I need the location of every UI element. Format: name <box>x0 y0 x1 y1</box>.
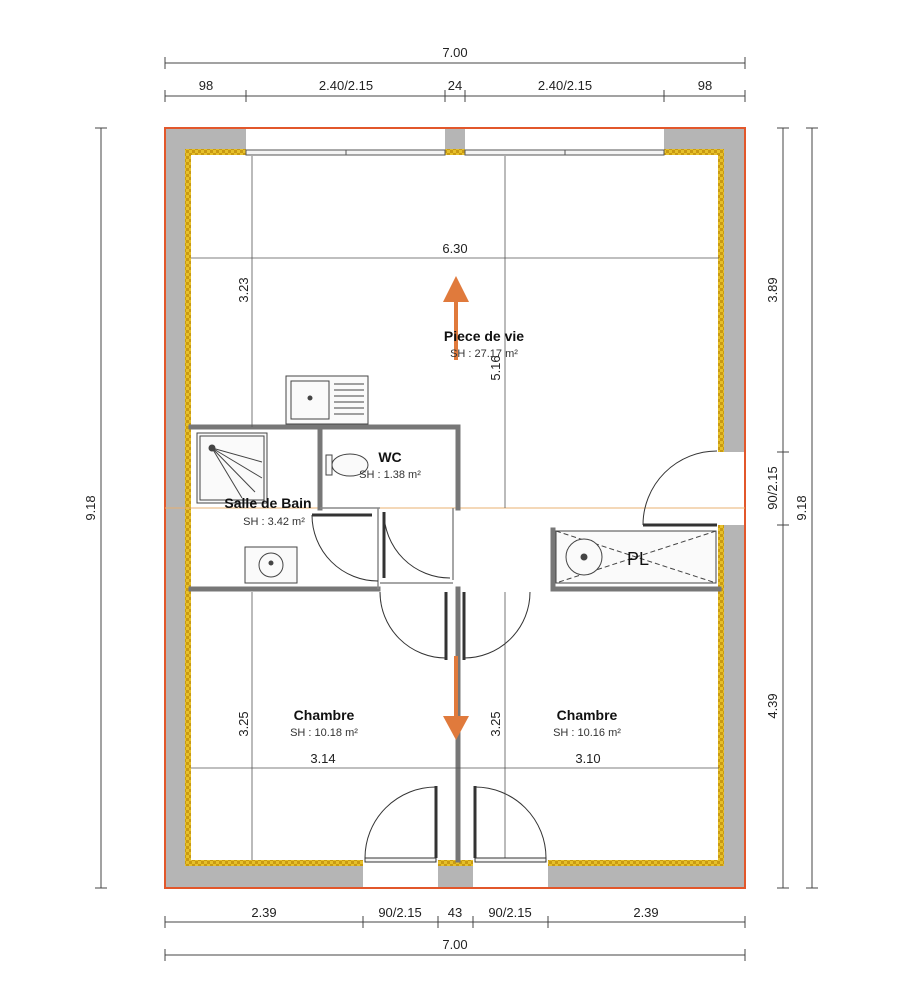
room-bath-name: Salle de Bain <box>224 495 311 511</box>
room-bath-area: SH : 3.42 m² <box>243 516 305 528</box>
closet-icon <box>555 530 717 584</box>
flow-arrow-down-icon <box>443 656 469 740</box>
washbasin-icon <box>244 546 298 584</box>
dim-right-total: 9.18 <box>794 495 809 520</box>
dim-top-seg-3: 24 <box>448 78 462 93</box>
interior-walls <box>188 424 722 863</box>
flow-arrow-up-icon <box>443 276 469 360</box>
dim-inner-right-room: 3.10 <box>575 751 600 766</box>
dim-right-seg-3: 4.39 <box>765 693 780 718</box>
dim-bottom-seg-5: 2.39 <box>633 905 658 920</box>
dim-right-seg-1: 3.89 <box>765 277 780 302</box>
room-labels: Piece de vie SH : 27.17 m² WC SH : 1.38 … <box>224 328 649 739</box>
insulation <box>185 149 724 866</box>
room-closet-name: PL <box>627 549 649 569</box>
room-living-name: Piece de vie <box>444 328 524 344</box>
room-bedroom-right-name: Chambre <box>557 707 618 723</box>
dim-top-seg-5: 98 <box>698 78 712 93</box>
room-wc-name: WC <box>378 449 401 465</box>
dimension-lines <box>95 57 818 961</box>
dim-inner-left-room: 3.14 <box>310 751 335 766</box>
dim-right-seg-2: 90/2.15 <box>765 466 780 509</box>
room-bedroom-left-name: Chambre <box>294 707 355 723</box>
toilet-icon <box>325 453 369 477</box>
dim-bottom-seg-4: 90/2.15 <box>488 905 531 920</box>
dim-inner-left-lower: 3.25 <box>236 711 251 736</box>
room-wc-area: SH : 1.38 m² <box>359 469 421 481</box>
dim-top-total: 7.00 <box>442 45 467 60</box>
dim-bottom-total: 7.00 <box>442 937 467 952</box>
dim-inner-center-lower: 3.25 <box>488 711 503 736</box>
shower-icon <box>196 432 268 504</box>
dim-top-seg-4: 2.40/2.15 <box>538 78 592 93</box>
thin-walls <box>320 507 454 589</box>
dim-inner-center: 5.16 <box>488 355 503 380</box>
doors <box>311 450 718 863</box>
dimension-labels: 7.00 98 2.40/2.15 24 2.40/2.15 98 2.39 9… <box>83 45 809 952</box>
room-living-area: SH : 27.17 m² <box>450 348 518 360</box>
room-bedroom-right-area: SH : 10.16 m² <box>553 727 621 739</box>
kitchen-sink-icon <box>285 375 369 425</box>
dim-inner-left-upper: 3.23 <box>236 277 251 302</box>
room-bedroom-left-area: SH : 10.18 m² <box>290 727 358 739</box>
dim-top-seg-1: 98 <box>199 78 213 93</box>
dim-top-seg-2: 2.40/2.15 <box>319 78 373 93</box>
windows <box>245 149 665 156</box>
inner-measure-lines <box>191 156 719 860</box>
dim-inner-width-top: 6.30 <box>442 241 467 256</box>
dim-left-total: 9.18 <box>83 495 98 520</box>
dim-bottom-seg-2: 90/2.15 <box>378 905 421 920</box>
dim-bottom-seg-3: 43 <box>448 905 462 920</box>
dim-bottom-seg-1: 2.39 <box>251 905 276 920</box>
